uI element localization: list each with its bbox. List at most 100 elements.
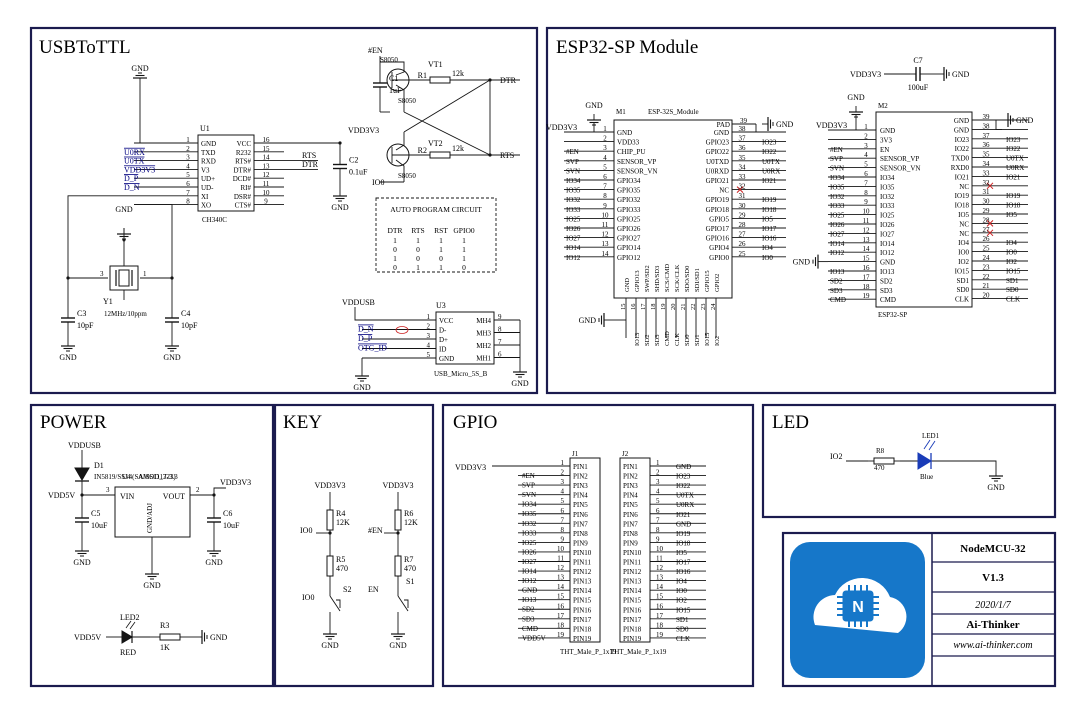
label: 2 (427, 323, 431, 331)
label: 12 (656, 564, 664, 572)
label: U3 (436, 301, 446, 310)
net-label: IO22 (762, 148, 777, 156)
label: U0TXD (706, 158, 729, 166)
label: SDO/SD0 (684, 266, 691, 292)
label: RI# (241, 184, 252, 192)
net-label: U0TX (1006, 155, 1024, 163)
label: PIN2 (573, 473, 588, 481)
label: PIN9 (623, 539, 638, 547)
label: 19 (656, 631, 664, 639)
net-label: U0RX (124, 148, 145, 157)
diode-d1 (74, 467, 90, 481)
label: DSR# (234, 193, 252, 201)
wire (828, 115, 857, 131)
net-label: SD0 (1006, 286, 1019, 294)
label: 36 (739, 144, 747, 152)
label: 7 (656, 516, 660, 524)
label: GPIO27 (617, 235, 641, 243)
wire (931, 460, 997, 470)
label: 3 (561, 478, 565, 486)
net-label: IO14 (830, 240, 845, 248)
label: 1 (143, 270, 147, 278)
u1-ch340c (197, 134, 255, 212)
net-label: IO21 (762, 177, 777, 185)
label: RTS# (235, 158, 251, 166)
net-label: IO2 (714, 336, 721, 346)
net-label: U0TX (676, 492, 694, 500)
wire (395, 159, 405, 182)
label: 19 (557, 631, 565, 639)
label: 0 (462, 263, 466, 272)
label: 1 (427, 313, 431, 321)
net-label: D_P (358, 334, 373, 343)
label: 10 (557, 545, 565, 553)
label: 36 (983, 141, 991, 149)
label: IO34 (880, 174, 895, 182)
gnd-label: GND (1016, 116, 1034, 125)
label: C7 (913, 56, 922, 65)
label: PIN9 (573, 539, 588, 547)
label: GPIO0 (709, 254, 729, 262)
gnd-label: GND (73, 558, 91, 567)
gnd-label: GND (987, 483, 1005, 492)
led1-diode (917, 452, 932, 470)
net-label: EN (368, 585, 379, 594)
wire (67, 195, 134, 300)
net-label: #EN (522, 472, 535, 480)
label: 29 (739, 211, 747, 219)
label: SCS/CMD (664, 264, 671, 292)
net-label: IO35 (830, 183, 845, 191)
label: PIN3 (623, 482, 638, 490)
label: 6 (498, 351, 502, 359)
label: Blue (920, 473, 933, 481)
label: 28 (739, 221, 747, 229)
net-label: IO0 (1006, 249, 1017, 257)
label: 0 (393, 245, 397, 254)
label: 17 (557, 612, 565, 620)
label: VCC (237, 140, 252, 148)
net-label: IO15 (676, 606, 691, 614)
label: MH4 (476, 317, 491, 325)
label: AMS1117-3.3 (138, 473, 178, 481)
net-label: #EN (368, 46, 383, 55)
components (61, 67, 1014, 644)
label: 5 (656, 497, 660, 505)
label: IO32 (880, 193, 895, 201)
label: 39 (983, 113, 991, 121)
label: 9 (561, 535, 565, 543)
gnd-label: GND (579, 316, 597, 325)
net-label: SD1 (1006, 277, 1019, 285)
label: GND (585, 101, 603, 110)
net-label: VDD3V3 (850, 70, 881, 79)
label: 3 (106, 486, 110, 494)
label: SD0 (957, 286, 970, 294)
label: 14 (656, 583, 664, 591)
label: 33 (983, 169, 991, 177)
label: 1 (561, 459, 565, 467)
label: PIN19 (573, 635, 592, 643)
panel-title-esp: ESP32-SP Module (556, 37, 698, 58)
label: PIN3 (573, 482, 588, 490)
label: 24 (983, 254, 991, 262)
label: SD3 (880, 287, 893, 295)
label: NC (959, 183, 969, 191)
label: 8 (498, 326, 502, 334)
label: GPIO22 (706, 148, 730, 156)
net-label: GND (522, 587, 537, 595)
label: 1 (439, 236, 443, 245)
label: GPIO4 (709, 244, 729, 252)
label: 4 (603, 154, 607, 162)
net-label: SD0 (676, 625, 689, 633)
label: 22 (983, 273, 991, 281)
net-label: VDD5V (48, 491, 75, 500)
crystal-y1 (109, 265, 139, 291)
gnd-label: GND (210, 633, 228, 642)
net-label: RTS (500, 151, 514, 160)
label: 11 (263, 180, 270, 188)
label: 10 (863, 208, 871, 216)
label: THT_Male_P_1x19 (560, 648, 617, 656)
label: 5 (864, 161, 868, 169)
panel-power (29, 403, 275, 688)
label: 12 (263, 171, 271, 179)
label: GND (131, 64, 149, 73)
